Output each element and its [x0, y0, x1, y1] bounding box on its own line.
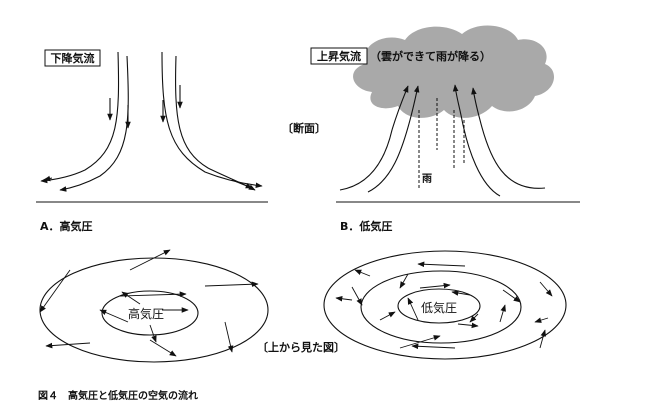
cloud — [353, 25, 555, 118]
descending-stream-4 — [175, 55, 256, 191]
low-pressure-section: 上昇気流 （雲ができて雨が降る） 雨 B．低気圧 — [310, 25, 580, 233]
low-outer-isobar — [323, 250, 567, 360]
descending-stream-3 — [161, 51, 263, 189]
high-pressure-top-view: 高気圧 — [39, 249, 269, 363]
low-pressure-top-view: 低気圧 — [323, 250, 567, 360]
ascending-flow-label-box — [310, 47, 368, 65]
descending-stream-2 — [59, 55, 129, 192]
low-inner-isobar — [397, 288, 481, 324]
low-arrow-13 — [539, 281, 553, 297]
ascending-flow-label: 上昇気流 — [317, 49, 361, 63]
out-arrow-right — [231, 179, 253, 189]
high-core-label: 高気圧 — [128, 306, 164, 321]
high-arrow-2 — [39, 269, 71, 313]
high-arrow-10 — [99, 309, 129, 323]
descending-stream-1 — [40, 51, 120, 184]
low-arrow-14 — [534, 317, 549, 323]
high-arrow-8 — [121, 291, 141, 305]
descending-flow-label: 下降気流 — [51, 51, 95, 65]
ascending-stream-2 — [367, 85, 420, 193]
high-arrow-1 — [129, 249, 171, 271]
low-arrow-10 — [469, 313, 479, 323]
low-arrow-9 — [451, 290, 471, 296]
low-arrow-5 — [351, 286, 363, 306]
ascending-stream-1 — [339, 85, 409, 191]
low-arrow-6 — [335, 296, 353, 302]
low-arrow-4 — [354, 269, 371, 277]
high-arrow-4 — [45, 342, 91, 349]
figure-caption: 図４ 高気圧と低気圧の空気の流れ — [38, 389, 198, 402]
high-arrow-6 — [149, 339, 177, 357]
low-arrow-12 — [499, 304, 506, 323]
low-core-label: 低気圧 — [421, 300, 457, 315]
low-arrow-8 — [407, 297, 419, 321]
low-arrow-7 — [379, 311, 396, 321]
high-arrow-5 — [224, 321, 234, 353]
low-arrow-15 — [539, 329, 547, 349]
low-middle-isobar — [360, 270, 522, 344]
high-arrow-7 — [119, 291, 187, 297]
out-arrow-left — [43, 175, 53, 182]
low-arrow-18 — [457, 322, 479, 329]
high-arrow-3 — [204, 281, 259, 288]
top-view-label: 〔上から見た図〕 — [257, 340, 345, 354]
low-arrow-17 — [411, 343, 456, 350]
low-arrow-11 — [502, 289, 521, 303]
ascending-stream-3 — [452, 84, 501, 197]
rain-label: 雨 — [422, 173, 432, 185]
low-arrow-1 — [417, 261, 466, 268]
low-arrow-2 — [419, 282, 451, 289]
low-arrow-3 — [399, 273, 409, 289]
section-b-label: B．低気圧 — [340, 219, 392, 233]
descending-flow-label-box — [44, 49, 101, 67]
cross-section-label: 〔断面〕 — [282, 121, 326, 135]
high-pressure-section: 下降気流 A．高気圧 — [36, 49, 268, 233]
section-a-label: A．高気圧 — [40, 219, 93, 233]
low-arrow-16 — [399, 335, 441, 349]
high-arrow-11 — [149, 324, 157, 343]
ascending-flow-note: （雲ができて雨が降る） — [370, 49, 491, 63]
ascending-stream-4 — [471, 87, 546, 189]
